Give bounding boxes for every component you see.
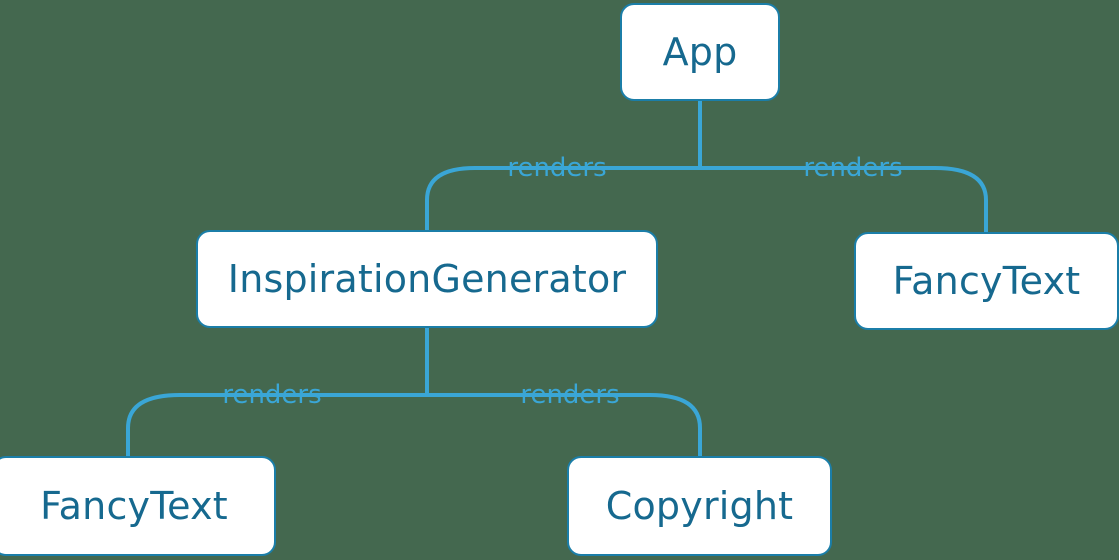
edge-inspiration-to-fancytext-left bbox=[126, 376, 429, 458]
edge-label-app-inspiration: renders bbox=[507, 153, 607, 183]
edge-label-inspiration-fancytext-left: renders bbox=[222, 380, 322, 410]
node-app: App bbox=[620, 3, 780, 101]
node-fancytext-right: FancyText bbox=[854, 232, 1119, 330]
node-fancytext-left: FancyText bbox=[0, 456, 276, 556]
node-inspiration-generator: InspirationGenerator bbox=[196, 230, 658, 328]
node-copyright: Copyright bbox=[567, 456, 832, 556]
edge-label-app-fancytext-right: renders bbox=[803, 153, 903, 183]
edge-inspiration-to-copyright bbox=[425, 376, 702, 458]
edge-app-to-fancytext-right bbox=[698, 148, 988, 234]
edge-label-inspiration-copyright: renders bbox=[520, 380, 620, 410]
